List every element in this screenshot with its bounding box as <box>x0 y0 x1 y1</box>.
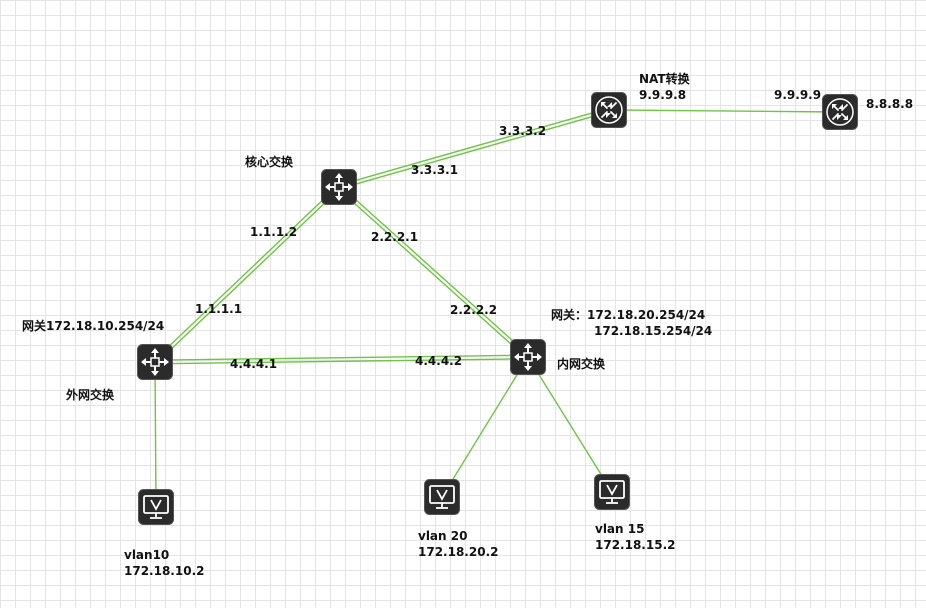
link-line <box>527 356 613 493</box>
pc-vlan10-ip: 172.18.10.2 <box>124 564 205 578</box>
pc-monitor-icon <box>138 489 174 525</box>
link-core-inner-from-ip: 2.2.2.1 <box>371 230 419 244</box>
pc-vlan10-vlan: vlan10 <box>124 548 170 562</box>
pc-vlan10[interactable] <box>138 489 174 525</box>
isp-router[interactable] <box>822 94 858 130</box>
links-layer <box>153 107 841 508</box>
link-line <box>338 107 609 186</box>
link-core-outer-to-ip: 1.1.1.1 <box>195 302 243 316</box>
router-icon <box>591 92 627 128</box>
inner-switch-gateway-line1: 网关：172.18.20.254/24 <box>551 308 706 322</box>
link-line <box>339 185 530 357</box>
link-core_switch-nat_router[interactable] <box>338 107 610 190</box>
core-switch-label: 核心交换 <box>245 155 294 169</box>
link-line <box>441 356 529 498</box>
link-outer-inner-from-ip: 4.4.4.1 <box>230 357 278 371</box>
link-line <box>339 111 610 190</box>
link-line <box>155 187 341 364</box>
link-line <box>153 185 339 362</box>
nat-router-label: NAT转换 <box>639 72 690 86</box>
link-core-nat-to-ip: 3.3.3.2 <box>499 124 547 138</box>
link-outer_switch-pc_vlan10[interactable] <box>154 361 157 508</box>
router-icon <box>822 94 858 130</box>
link-line <box>154 354 528 361</box>
l3-switch-icon <box>510 339 546 375</box>
link-outer_switch-inner_switch[interactable] <box>154 354 529 365</box>
link-core-nat-from-ip: 3.3.3.1 <box>411 163 459 177</box>
pc-vlan20[interactable] <box>424 479 460 515</box>
link-line <box>155 358 529 365</box>
pc-vlan20-vlan: vlan 20 <box>418 529 468 543</box>
pc-vlan15[interactable] <box>594 474 630 510</box>
inner-switch[interactable] <box>510 339 546 375</box>
nat-router-ip: 9.9.9.8 <box>639 88 687 102</box>
link-core_switch-outer_switch[interactable] <box>153 185 341 364</box>
core-switch[interactable] <box>321 169 357 205</box>
pc-vlan15-vlan: vlan 15 <box>595 522 645 536</box>
nat-router[interactable] <box>591 92 627 128</box>
pc-monitor-icon <box>594 474 630 510</box>
link-nat_router-isp_router[interactable] <box>608 109 841 113</box>
pc-vlan15-ip: 172.18.15.2 <box>595 538 676 552</box>
link-nat-isp-to-ip: 9.9.9.9 <box>774 88 822 102</box>
outer-switch-label: 外网交换 <box>66 388 115 402</box>
l3-switch-icon <box>137 344 173 380</box>
outer-switch[interactable] <box>137 344 173 380</box>
link-line <box>608 109 841 113</box>
link-inner_switch-pc_vlan20[interactable] <box>441 356 529 498</box>
link-line <box>337 187 528 359</box>
link-core-inner-to-ip: 2.2.2.2 <box>450 303 498 317</box>
inner-switch-label: 内网交换 <box>557 357 606 371</box>
link-outer-inner-to-ip: 4.4.4.2 <box>415 354 463 368</box>
link-inner_switch-pc_vlan15[interactable] <box>527 356 613 493</box>
l3-switch-icon <box>321 169 357 205</box>
pc-vlan20-ip: 172.18.20.2 <box>418 545 499 559</box>
link-core_switch-inner_switch[interactable] <box>337 185 530 359</box>
link-line <box>154 361 157 508</box>
link-core-outer-from-ip: 1.1.1.2 <box>250 225 298 239</box>
pc-monitor-icon <box>424 479 460 515</box>
inner-switch-gateway-line2: 172.18.15.254/24 <box>594 324 713 338</box>
isp-router-label: 8.8.8.8 <box>866 97 914 111</box>
outer-switch-gateway: 网关172.18.10.254/24 <box>22 319 165 333</box>
